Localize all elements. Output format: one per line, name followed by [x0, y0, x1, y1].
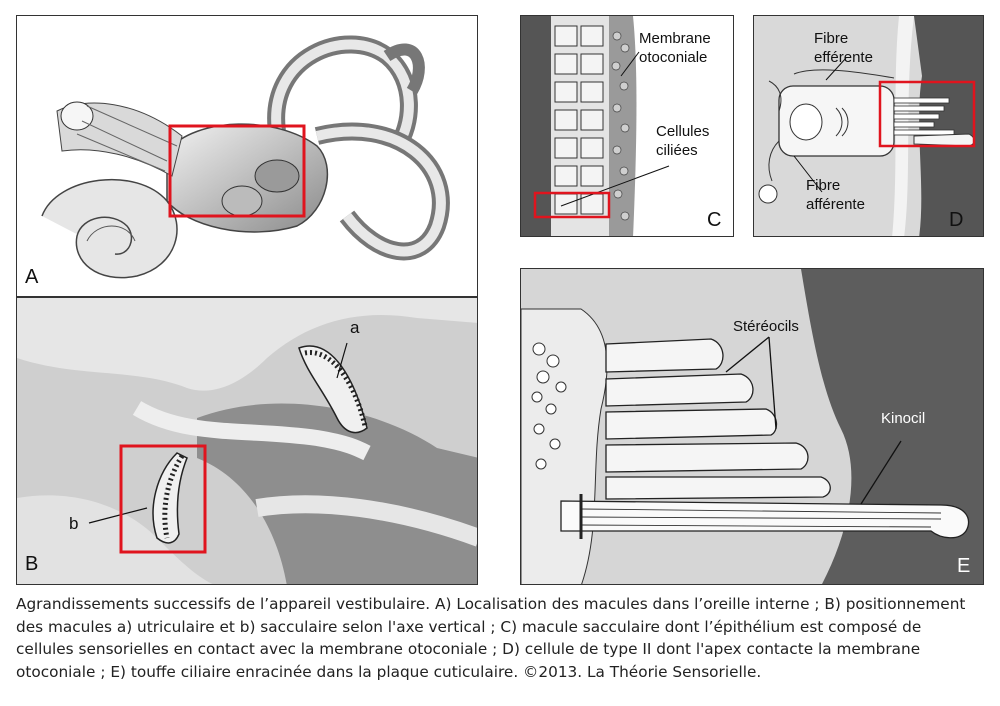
saccular-macula-illustration: [521, 16, 670, 236]
label-otoconial-membrane: Membrane otoconiale: [639, 29, 711, 67]
caption-line-4: otoconiale ; E) touffe ciliaire enraciné…: [16, 662, 762, 681]
panel-c-letter: C: [707, 209, 722, 231]
caption-line-1: Agrandissements successifs de l’appareil…: [16, 595, 966, 613]
panel-b: a b B: [16, 297, 478, 585]
label-stereocilia: Stéréocils: [733, 318, 799, 335]
figure-caption: Agrandissements successifs de l’appareil…: [16, 593, 991, 683]
ciliary-tuft-illustration: [521, 269, 983, 584]
label-hair-cells: Cellules ciliées: [656, 122, 709, 160]
panel-d-letter: D: [949, 209, 964, 231]
panel-c: Membrane otoconiale Cellules ciliées C: [520, 15, 734, 237]
caption-line-3: cellules sensorielles en contact avec la…: [16, 640, 921, 658]
inner-ear-illustration: [41, 35, 450, 279]
panel-a: A: [16, 15, 478, 297]
label-afferent-fibre: Fibre afférente: [806, 176, 865, 214]
panel-e-letter: E: [957, 555, 971, 577]
label-efferent-fibre-line1: Fibre: [814, 30, 849, 47]
label-otoconial-membrane-line2: otoconiale: [639, 49, 708, 66]
type-ii-cell-illustration: [754, 16, 983, 236]
panel-d: Fibre efférente Fibre afférente D: [753, 15, 984, 237]
label-saccular-macula: b: [69, 514, 79, 533]
label-hair-cells-line1: Cellules: [656, 123, 710, 140]
label-afferent-fibre-line2: afférente: [806, 196, 865, 213]
maculae-illustration: [17, 298, 477, 584]
panel-e: Stéréocils Kinocil E: [520, 268, 984, 585]
label-afferent-fibre-line1: Fibre: [806, 177, 841, 194]
label-efferent-fibre-line2: efférente: [814, 49, 873, 66]
panel-a-letter: A: [25, 266, 39, 288]
label-otoconial-membrane-line1: Membrane: [639, 30, 711, 47]
panel-b-letter: B: [25, 553, 39, 575]
caption-line-2: des macules a) utriculaire et b) saccula…: [16, 617, 922, 636]
label-kinocilium: Kinocil: [881, 410, 926, 427]
label-efferent-fibre: Fibre efférente: [814, 29, 873, 67]
label-hair-cells-line2: ciliées: [656, 142, 698, 159]
label-utricular-macula: a: [350, 318, 360, 337]
